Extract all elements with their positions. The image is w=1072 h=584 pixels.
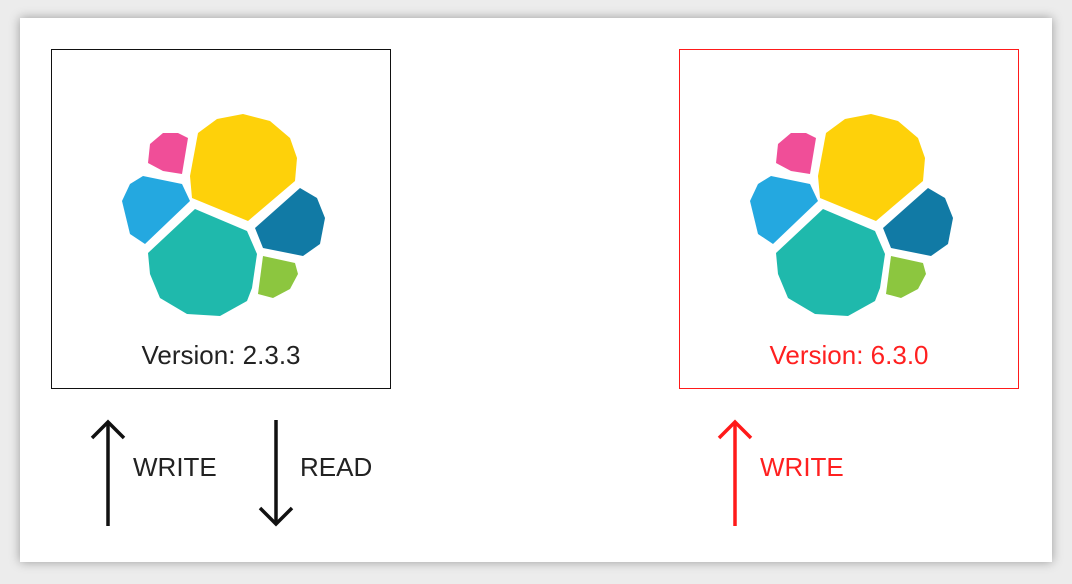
old-read-label: READ: [300, 452, 373, 482]
new-write-label: WRITE: [760, 452, 844, 482]
write-up-arrow-icon: [90, 419, 126, 526]
new-version-label: Version: 6.3.0: [769, 340, 929, 370]
new-write-up-arrow-icon: [717, 419, 753, 526]
new-cluster-box: Version: 6.3.0: [679, 49, 1019, 389]
old-write-label: WRITE: [133, 452, 217, 482]
read-down-arrow-icon: [258, 420, 294, 527]
diagram-card: Version: 2.3.3 WRITE READ Version: 6.3.0…: [20, 18, 1052, 562]
old-version-label: Version: 2.3.3: [141, 340, 301, 370]
old-cluster-box: Version: 2.3.3: [51, 49, 391, 389]
elastic-logo-icon: [122, 114, 325, 316]
elastic-logo-icon: [750, 114, 953, 316]
